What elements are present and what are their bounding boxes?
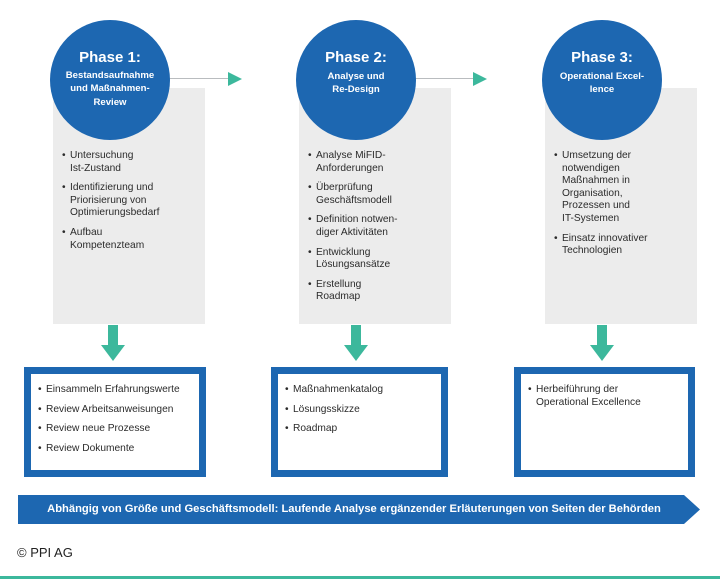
copyright-notice: © PPI AG: [17, 545, 73, 560]
phase-2-activity-panel: Analyse MiFID- Anforderungen Überprüfung…: [299, 88, 451, 324]
phase-2-activity: Analyse MiFID- Anforderungen: [308, 150, 445, 175]
banner-text: Abhängig von Größe und Geschäftsmodell: …: [47, 503, 661, 515]
phase-2-activity-list: Analyse MiFID- Anforderungen Überprüfung…: [308, 150, 445, 311]
phase-2-activity: Entwicklung Lösungsansätze: [308, 247, 445, 272]
phase-1-activity: Aufbau Kompetenzteam: [62, 227, 199, 252]
phase-3-subtitle: Operational Excel- lence: [559, 71, 645, 96]
phase-2-deliverable: Roadmap: [285, 423, 437, 436]
phase-2-deliverable: Lösungsskizze: [285, 404, 437, 417]
phase-1-activity: Identifizierung und Priorisierung von Op…: [62, 182, 199, 220]
phase-1-deliverables-list: Einsammeln Erfahrungswerte Review Arbeit…: [38, 384, 195, 462]
phase-1-subtitle: Bestandsaufnahme und Maßnahmen- Review: [65, 70, 155, 108]
phase-2-subtitle: Analyse und Re-Design: [327, 71, 385, 96]
phase-3-deliverables-box: Herbeiführung der Operational Excellence: [514, 367, 695, 477]
phase-2-activity: Definition notwen- diger Aktivitäten: [308, 214, 445, 239]
connector-line-2-3: [415, 78, 475, 79]
phase-1-title: Phase 1:: [79, 49, 141, 66]
connector-line-1-2: [160, 78, 230, 79]
phase-1-down-arrow: [101, 325, 125, 361]
phase-3-activity: Umsetzung der notwendigen Maßnahmen in O…: [554, 150, 691, 226]
phase-3-activity: Einsatz innovativer Technologien: [554, 233, 691, 258]
phase-3-activity-list: Umsetzung der notwendigen Maßnahmen in O…: [554, 150, 691, 265]
banner-arrow-shape: [18, 495, 700, 524]
phase-1-activity: Untersuchung Ist-Zustand: [62, 150, 199, 175]
phase-2-circle: Phase 2: Analyse und Re-Design: [296, 20, 416, 140]
phase-2-title: Phase 2:: [325, 49, 387, 66]
phase-3-circle: Phase 3: Operational Excel- lence: [542, 20, 662, 140]
connector-arrow-1-2: [228, 72, 242, 86]
phase-3-down-arrow: [590, 325, 614, 361]
phase-3-title: Phase 3:: [571, 49, 633, 66]
phase-2-deliverables-box: Maßnahmenkatalog Lösungsskizze Roadmap: [271, 367, 448, 477]
phase-1-deliverables-box: Einsammeln Erfahrungswerte Review Arbeit…: [24, 367, 206, 477]
phase-2-deliverables-list: Maßnahmenkatalog Lösungsskizze Roadmap: [285, 384, 437, 443]
ongoing-analysis-banner: Abhängig von Größe und Geschäftsmodell: …: [18, 495, 700, 524]
phase-1-deliverable: Einsammeln Erfahrungswerte: [38, 384, 195, 397]
phase-3-deliverables-list: Herbeiführung der Operational Excellence: [528, 384, 684, 416]
phase-1-deliverable: Review Arbeitsanweisungen: [38, 404, 195, 417]
phase-1-deliverable: Review neue Prozesse: [38, 423, 195, 436]
phase-2-activity: Erstellung Roadmap: [308, 279, 445, 304]
phase-2-deliverable: Maßnahmenkatalog: [285, 384, 437, 397]
connector-arrow-2-3: [473, 72, 487, 86]
phase-1-deliverable: Review Dokumente: [38, 443, 195, 456]
phase-3-deliverable: Herbeiführung der Operational Excellence: [528, 384, 684, 409]
phase-1-activity-list: Untersuchung Ist-Zustand Identifizierung…: [62, 150, 199, 259]
phase-1-circle: Phase 1: Bestandsaufnahme und Maßnahmen-…: [50, 20, 170, 140]
phase-2-activity: Überprüfung Geschäftsmodell: [308, 182, 445, 207]
bottom-divider: [0, 576, 720, 579]
phase-2-down-arrow: [344, 325, 368, 361]
